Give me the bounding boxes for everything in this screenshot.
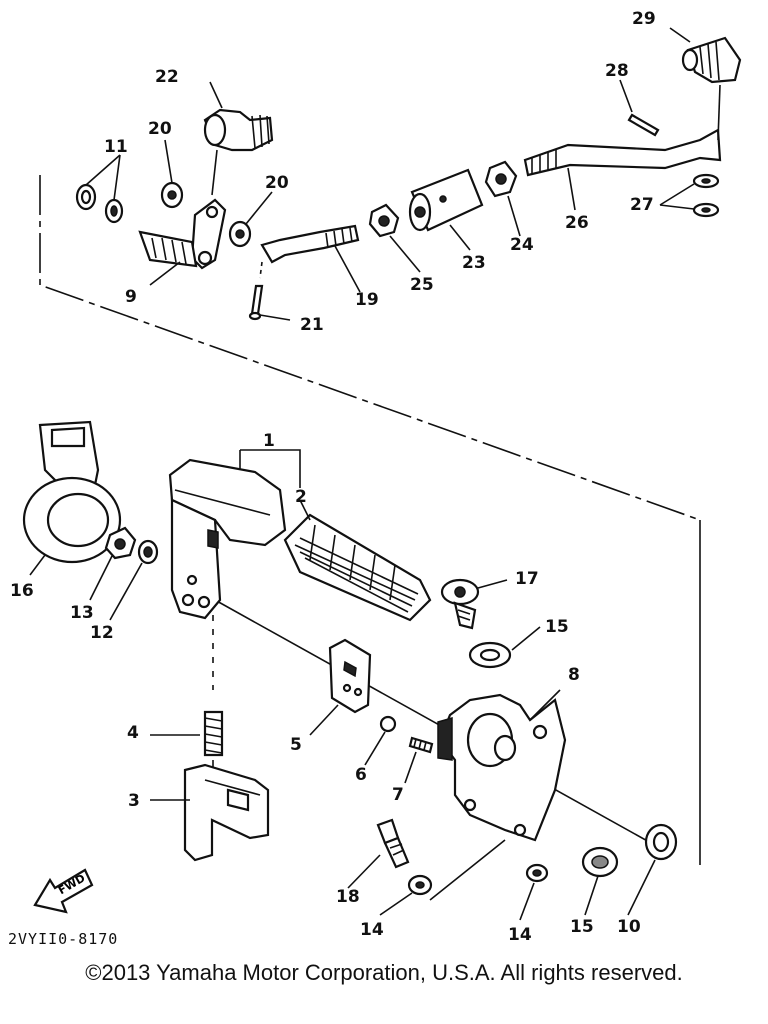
part-4-spring — [203, 615, 224, 785]
part-2-grip-pad — [283, 513, 432, 622]
callout-numbers: 29 28 22 20 11 20 27 26 24 23 25 9 19 21… — [10, 9, 656, 945]
diagram-code: 2VYII0-8170 — [8, 930, 118, 948]
part-1-grip — [168, 458, 287, 620]
part-6-ball — [379, 715, 397, 733]
part-8-bracket — [437, 693, 567, 842]
callout-11: 11 — [104, 137, 128, 157]
boundary-lines — [39, 175, 701, 865]
parts-diagram: FWD 29 28 — [8, 9, 742, 948]
callout-7: 7 — [392, 785, 404, 805]
part-15-washer-lower — [581, 846, 619, 878]
part-21-pin — [248, 261, 264, 321]
callout-20-right: 20 — [265, 173, 289, 193]
callout-26: 26 — [565, 213, 589, 233]
part-7-spring — [408, 736, 434, 754]
part-27-washers — [692, 173, 720, 218]
part-17-bolt — [440, 578, 480, 630]
part-14-washers — [407, 839, 549, 901]
callout-3: 3 — [128, 791, 140, 811]
part-15-washer-upper — [468, 641, 512, 669]
part-25-nut — [368, 203, 400, 238]
part-23-joint — [408, 168, 484, 232]
part-18-bolt — [376, 818, 410, 869]
leader-lines — [29, 27, 695, 921]
callout-17: 17 — [515, 569, 539, 589]
callout-15-upper: 15 — [545, 617, 569, 637]
part-13-nut — [104, 526, 137, 560]
callout-14-right: 14 — [508, 925, 532, 945]
callout-20-left: 20 — [148, 119, 172, 139]
callout-24: 24 — [510, 235, 534, 255]
part-3-detent — [183, 763, 270, 862]
part-9-lever-shaft — [138, 198, 227, 270]
callout-16: 16 — [10, 581, 34, 601]
callout-10: 10 — [617, 917, 641, 937]
fwd-arrow-icon: FWD — [33, 868, 94, 914]
part-16-cover — [22, 420, 122, 564]
part-11-washers — [75, 183, 124, 224]
part-22-boot — [203, 108, 274, 196]
callout-13: 13 — [70, 603, 94, 623]
part-10-washer — [644, 823, 678, 861]
part-20-washers — [160, 181, 252, 248]
callout-4: 4 — [127, 723, 139, 743]
callout-5: 5 — [290, 735, 302, 755]
callout-15-lower: 15 — [570, 917, 594, 937]
callout-29: 29 — [632, 9, 656, 29]
callout-14-left: 14 — [360, 920, 384, 940]
callout-2: 2 — [295, 487, 307, 507]
callout-19: 19 — [355, 290, 379, 310]
copyright-notice: ©2013 Yamaha Motor Corporation, U.S.A. A… — [85, 960, 683, 985]
part-12-washer — [137, 539, 159, 565]
callout-21: 21 — [300, 315, 324, 335]
callout-18: 18 — [336, 887, 360, 907]
callout-22: 22 — [155, 67, 179, 87]
callout-28: 28 — [605, 61, 629, 81]
part-26-shift-rod — [523, 84, 722, 177]
callout-1: 1 — [263, 431, 275, 451]
callout-27: 27 — [630, 195, 654, 215]
part-19-rod — [260, 224, 360, 264]
part-5-plate — [328, 638, 372, 714]
callout-6: 6 — [355, 765, 367, 785]
callout-23: 23 — [462, 253, 486, 273]
part-24-nut — [484, 160, 518, 198]
part-28-pin — [627, 113, 660, 137]
callout-25: 25 — [410, 275, 434, 295]
callout-9: 9 — [125, 287, 137, 307]
part-29-boot — [681, 36, 742, 84]
callout-8: 8 — [568, 665, 580, 685]
callout-12: 12 — [90, 623, 114, 643]
